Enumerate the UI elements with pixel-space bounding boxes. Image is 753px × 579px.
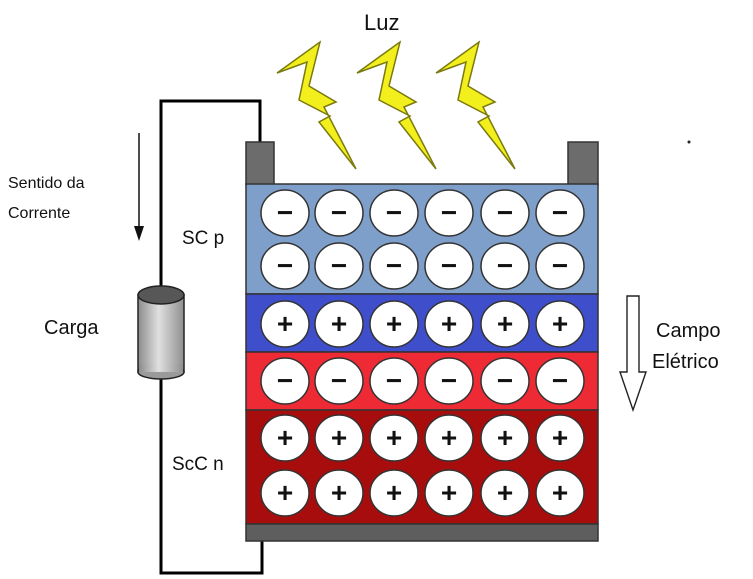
svg-text:+: +: [277, 308, 293, 339]
svg-text:+: +: [331, 422, 347, 453]
left-terminal: [245, 141, 275, 186]
right-terminal: [567, 141, 599, 186]
negative-charge: −: [535, 242, 585, 290]
negative-charge: −: [314, 357, 364, 405]
svg-text:−: −: [497, 250, 513, 281]
positive-charge: +: [369, 469, 419, 517]
current-label-line1: Sentido da: [8, 175, 85, 192]
svg-text:+: +: [386, 422, 402, 453]
current-label-line2: Corrente: [8, 205, 70, 222]
charge-grid: − − − − − − − − − − − − + + + + + + − − − − − − + + + + + + + + + + + +: [260, 189, 585, 517]
wire-top: [159, 99, 262, 293]
svg-text:+: +: [497, 308, 513, 339]
svg-text:+: +: [386, 477, 402, 508]
load-cylinder-icon: [137, 285, 185, 380]
negative-charge: −: [369, 357, 419, 405]
negative-charge: −: [424, 189, 474, 237]
svg-text:−: −: [552, 250, 568, 281]
svg-text:+: +: [441, 477, 457, 508]
positive-charge: +: [314, 414, 364, 462]
current-direction-arrow: [134, 133, 144, 241]
svg-text:−: −: [331, 250, 347, 281]
electric-field-arrow: [619, 295, 647, 413]
positive-charge: +: [535, 300, 585, 348]
field-label-line2: Elétrico: [652, 351, 719, 373]
svg-text:−: −: [441, 197, 457, 228]
negative-charge: −: [424, 357, 474, 405]
lightning-bolt-icon: [356, 40, 437, 170]
cell-layers: [245, 183, 599, 525]
negative-charge: −: [369, 242, 419, 290]
svg-text:−: −: [441, 250, 457, 281]
positive-charge: +: [424, 300, 474, 348]
n-layer-label: ScC n: [172, 454, 224, 475]
stray-dot: [687, 140, 691, 144]
negative-charge: −: [480, 242, 530, 290]
field-label-line1: Campo: [656, 320, 720, 342]
lightning-bolt-icon: [276, 40, 357, 170]
svg-text:+: +: [277, 477, 293, 508]
positive-charge: +: [260, 300, 310, 348]
negative-charge: −: [260, 357, 310, 405]
svg-text:−: −: [497, 197, 513, 228]
lightning-bolt-icon: [435, 40, 516, 170]
svg-text:+: +: [497, 422, 513, 453]
svg-text:+: +: [386, 308, 402, 339]
svg-text:+: +: [277, 422, 293, 453]
svg-text:−: −: [277, 365, 293, 396]
negative-charge: −: [369, 189, 419, 237]
light-label: Luz: [364, 10, 399, 35]
negative-charge: −: [424, 242, 474, 290]
negative-charge: −: [314, 189, 364, 237]
negative-charge: −: [314, 242, 364, 290]
positive-charge: +: [480, 414, 530, 462]
positive-charge: +: [314, 469, 364, 517]
positive-charge: +: [535, 469, 585, 517]
positive-charge: +: [260, 414, 310, 462]
positive-charge: +: [314, 300, 364, 348]
negative-charge: −: [260, 189, 310, 237]
svg-text:+: +: [441, 308, 457, 339]
svg-text:−: −: [277, 250, 293, 281]
positive-charge: +: [260, 469, 310, 517]
svg-text:−: −: [441, 365, 457, 396]
svg-text:+: +: [552, 422, 568, 453]
positive-charge: +: [480, 469, 530, 517]
svg-text:−: −: [552, 197, 568, 228]
positive-charge: +: [369, 300, 419, 348]
svg-text:−: −: [497, 365, 513, 396]
svg-text:−: −: [386, 250, 402, 281]
lightning-bolts: [276, 40, 516, 170]
positive-charge: +: [369, 414, 419, 462]
negative-charge: −: [480, 357, 530, 405]
svg-text:+: +: [441, 422, 457, 453]
base-plate: [245, 523, 599, 542]
svg-text:+: +: [331, 477, 347, 508]
positive-charge: +: [424, 469, 474, 517]
negative-charge: −: [535, 357, 585, 405]
positive-charge: +: [480, 300, 530, 348]
svg-text:−: −: [331, 197, 347, 228]
svg-text:+: +: [331, 308, 347, 339]
negative-charge: −: [480, 189, 530, 237]
svg-text:+: +: [552, 477, 568, 508]
positive-charge: +: [424, 414, 474, 462]
svg-text:−: −: [386, 197, 402, 228]
svg-text:−: −: [331, 365, 347, 396]
svg-text:−: −: [552, 365, 568, 396]
wire-bottom: [159, 372, 264, 575]
negative-charge: −: [535, 189, 585, 237]
positive-charge: +: [535, 414, 585, 462]
svg-text:+: +: [497, 477, 513, 508]
svg-text:−: −: [386, 365, 402, 396]
p-layer-label: SC p: [182, 228, 224, 249]
svg-text:+: +: [552, 308, 568, 339]
negative-charge: −: [260, 242, 310, 290]
svg-text:−: −: [277, 197, 293, 228]
load-label: Carga: [44, 317, 99, 339]
